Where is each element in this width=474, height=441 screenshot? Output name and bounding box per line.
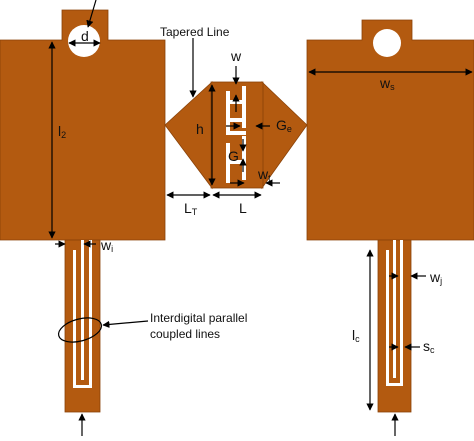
label-tapered-line: Tapered Line — [160, 25, 230, 39]
label-ws: ws — [379, 75, 395, 92]
label-w: w — [230, 48, 242, 64]
label-layer: d Tapered Line w ws l2 h Ge G wt LT L wi… — [58, 25, 442, 355]
left-feed-slot-b — [89, 240, 92, 388]
meander-gap-5 — [230, 131, 246, 135]
meander-gap-2 — [242, 86, 246, 128]
label-l: L — [239, 200, 247, 216]
left-feed-slot-c — [73, 385, 92, 388]
label-h: h — [196, 121, 204, 137]
interdigital-highlight — [57, 317, 103, 343]
dimension-layer — [48, 0, 473, 436]
label-interdigital-line2: coupled lines — [150, 327, 220, 341]
left-feed-slot-d — [81, 240, 84, 380]
meander-gap-1 — [226, 91, 230, 135]
meander-gap-7 — [226, 160, 246, 164]
meander-gap-8 — [230, 118, 246, 122]
right-feed-slot-b — [400, 240, 403, 386]
label-lc: lc — [352, 327, 360, 344]
left-feed-slot-a — [73, 250, 76, 388]
hole-pointer — [86, 0, 97, 28]
label-wj: wj — [429, 269, 442, 286]
meander-gap-4 — [242, 136, 246, 180]
label-interdigital-line1: Interdigital parallel — [150, 311, 247, 325]
label-wt: wt — [257, 166, 271, 183]
cutout-layer — [68, 25, 403, 388]
label-ge: Ge — [276, 117, 292, 134]
label-sc: sc — [423, 338, 435, 355]
right-feed-slot-d — [393, 240, 396, 378]
right-hole — [373, 29, 401, 57]
label-d: d — [81, 28, 89, 44]
label-l2: l2 — [58, 123, 66, 140]
right-feed-slot-a — [386, 250, 389, 386]
interdigital-pointer — [102, 320, 149, 329]
left-patch — [0, 9, 166, 241]
label-g: G — [228, 148, 239, 164]
label-wi: wi — [100, 237, 113, 254]
left-tapered-line — [164, 81, 213, 190]
right-feed-slot-c — [386, 383, 403, 386]
label-lt: LT — [184, 200, 198, 217]
